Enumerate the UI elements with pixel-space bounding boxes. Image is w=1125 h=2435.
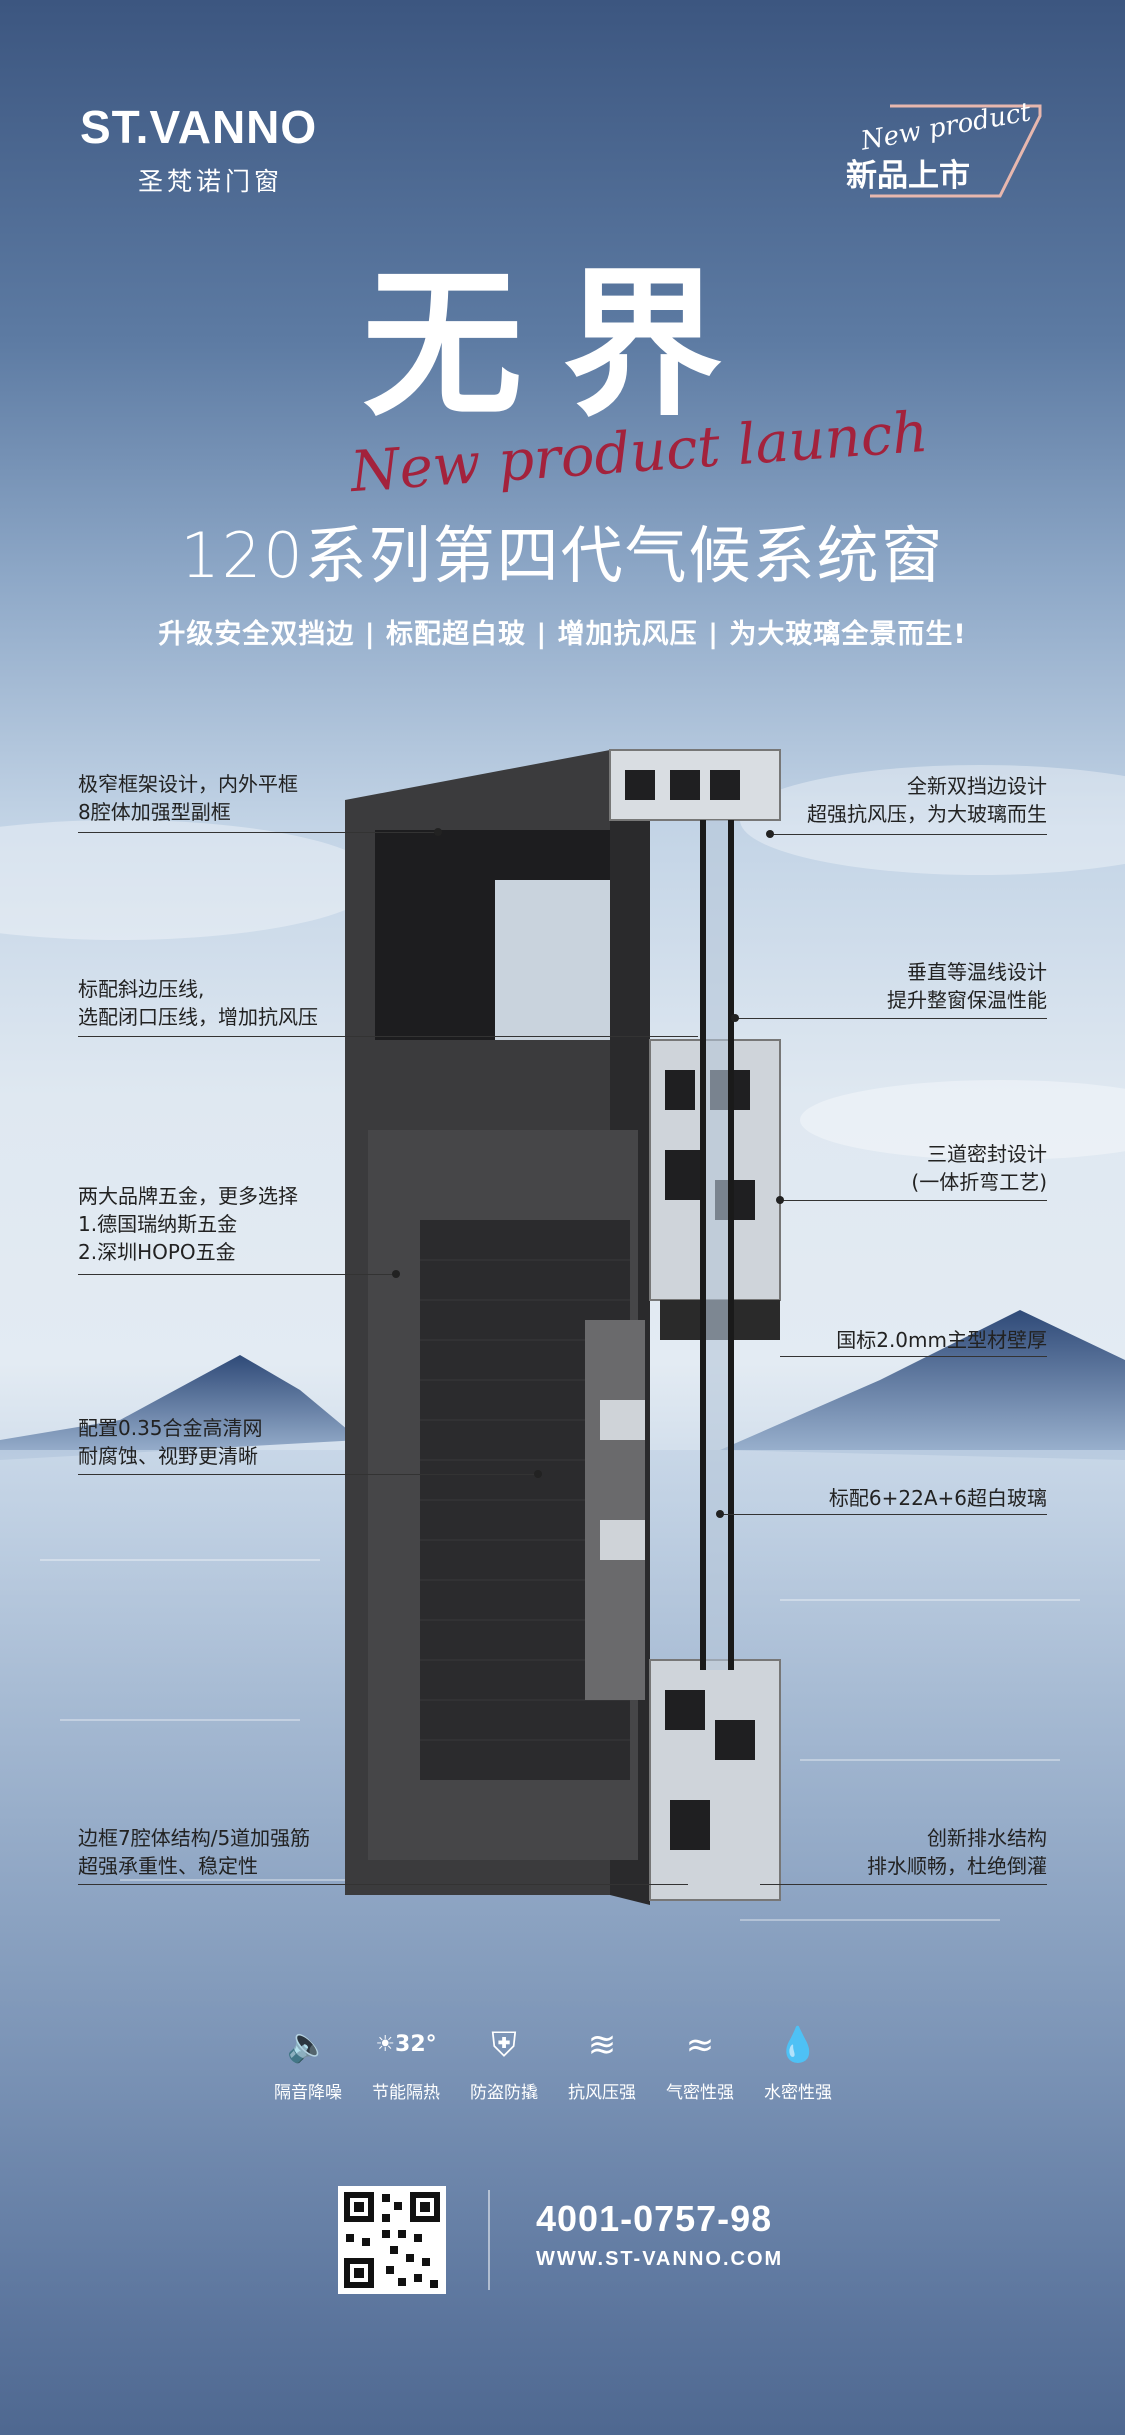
leader-line (78, 1036, 698, 1037)
shield-check-icon: ⛨ (491, 2025, 517, 2065)
leader-line (780, 1200, 1047, 1201)
mountain-left (0, 1355, 360, 1460)
leader-line (760, 1884, 1047, 1885)
annotation-glass: 标配6+22A+6超白玻璃 (828, 1486, 1047, 1510)
leader-dot (731, 1014, 739, 1022)
speaker-mute-icon: 🔈 (286, 2025, 330, 2065)
leader-line (78, 1474, 538, 1475)
annotation-seal: 三道密封设计(一体折弯工艺) (911, 1142, 1047, 1194)
feature-antitheft: ⛨ 防盗防撬 (449, 2022, 559, 2103)
water-drop-icon: 💧 (776, 2025, 820, 2065)
leader-line (78, 1884, 688, 1885)
annotation-wall-thickness: 国标2.0mm主型材壁厚 (836, 1328, 1047, 1352)
feature-watertight: 💧 水密性强 (743, 2022, 853, 2103)
tornado-icon: ≋ (587, 2025, 617, 2065)
clouds (0, 765, 1125, 1160)
annotation-drain: 创新排水结构排水顺畅，杜绝倒灌 (867, 1826, 1047, 1878)
annotation-profile: 边框7腔体结构/5道加强筋超强承重性、稳定性 (78, 1826, 311, 1878)
water-ripples (40, 1559, 1080, 1921)
feature-wind-resistance: ≋ 抗风压强 (547, 2022, 657, 2103)
leader-line (770, 834, 1047, 835)
badge-new-product: 新品上市 (846, 158, 970, 194)
slogan: 升级安全双挡边 | 标配超白玻 | 增加抗风压 | 为大玻璃全景而生! (158, 619, 967, 650)
feature-soundproof: 🔈 隔音降噪 (253, 2022, 363, 2103)
leader-dot (766, 830, 774, 838)
annotation-bevel: 标配斜边压线,选配闭口压线，增加抗风压 (78, 977, 318, 1029)
annotation-screen: 配置0.35合金高清网耐腐蚀、视野更清晰 (78, 1416, 263, 1468)
mountain-right (720, 1310, 1125, 1460)
leader-dot (392, 1270, 400, 1278)
sun-temperature-icon: ☀32° (375, 2032, 437, 2057)
qr-code[interactable] (338, 2186, 446, 2294)
leader-line (720, 1514, 1047, 1515)
brand-logo: ST.VANNO (80, 101, 318, 153)
product-subtitle: 120系列第四代气候系统窗 (180, 519, 945, 592)
leader-line (78, 1274, 396, 1275)
contact-divider (488, 2190, 490, 2290)
glass-panes (700, 820, 734, 1670)
leader-dot (776, 1196, 784, 1204)
feature-airtight: ≈ 气密性强 (645, 2022, 755, 2103)
annotation-isotherm: 垂直等温线设计提升整窗保温性能 (887, 960, 1047, 1012)
leader-line (735, 1018, 1047, 1019)
leader-dot (434, 828, 442, 836)
annotation-double-edge: 全新双挡边设计超强抗风压，为大玻璃而生 (807, 774, 1047, 826)
wind-icon: ≈ (685, 2025, 715, 2065)
brand-chinese-name: 圣梵诺门窗 (138, 167, 284, 196)
phone-number[interactable]: 4001-0757-98 (536, 2198, 773, 2239)
website-url[interactable]: WWW.ST-VANNO.COM (536, 2248, 784, 2270)
badge-frame (870, 104, 1042, 198)
main-title: 无界 (362, 251, 763, 438)
leader-line (78, 832, 438, 833)
leader-line (780, 1356, 1047, 1357)
feature-insulation: ☀32° 节能隔热 (351, 2022, 461, 2103)
leader-dot (716, 1510, 724, 1518)
leader-dot (534, 1470, 542, 1478)
